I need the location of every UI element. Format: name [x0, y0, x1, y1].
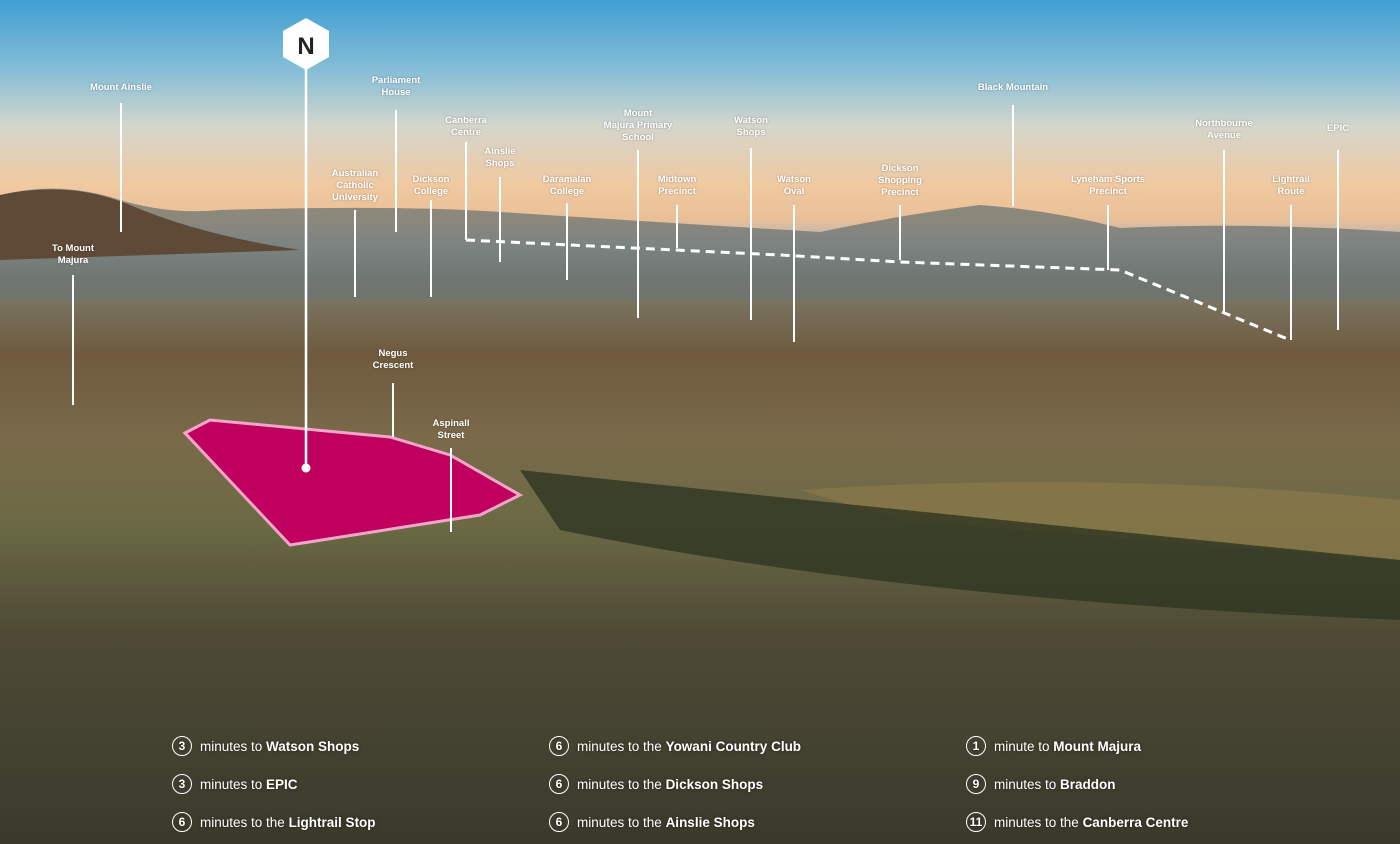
landmark-label: Black Mountain — [977, 82, 1049, 93]
landmark-label: Watson Oval — [777, 174, 811, 197]
landmark-leader-line — [395, 110, 397, 232]
landmark-leader-line — [566, 203, 568, 280]
landmark-label: Australian Catholic University — [331, 168, 379, 203]
travel-time-text: minutes to EPIC — [200, 776, 298, 792]
landmark-label: EPIC — [1326, 123, 1350, 134]
grass-field — [800, 482, 1400, 560]
tree-line — [520, 470, 1400, 620]
travel-time-item: 3 minutes to Watson Shops — [172, 736, 359, 756]
landmark-leader-line — [676, 205, 678, 248]
landmark-leader-line — [899, 205, 901, 260]
landmark-leader-line — [1223, 150, 1225, 312]
landmark-leader-line — [637, 150, 639, 318]
development-site — [182, 418, 524, 547]
landmark-label: Northbourne Avenue — [1195, 118, 1253, 141]
landmark-leader-line — [392, 383, 394, 437]
travel-time-text: minutes to Watson Shops — [200, 738, 360, 754]
landmark-leader-line — [1290, 205, 1292, 340]
landmark-leader-line — [1337, 150, 1339, 330]
landmark-leader-line — [750, 148, 752, 320]
minutes-badge: 3 — [172, 736, 192, 756]
travel-time-item: 11 minutes to the Canberra Centre — [966, 812, 1188, 832]
travel-time-text: minutes to the Canberra Centre — [994, 814, 1189, 830]
landmark-leader-line — [120, 103, 122, 232]
travel-time-text: minutes to the Ainslie Shops — [577, 814, 755, 830]
minutes-badge: 1 — [966, 736, 986, 756]
distant-hills — [0, 188, 1400, 300]
landmark-leader-line — [465, 142, 467, 240]
landmark-label: Aspinall Street — [432, 418, 470, 441]
north-pointer-dot — [301, 463, 311, 473]
landmark-label: Parliament House — [371, 75, 421, 98]
travel-time-item: 9 minutes to Braddon — [966, 774, 1116, 794]
north-marker-icon — [283, 18, 329, 70]
travel-time-item: 6 minutes to the Ainslie Shops — [549, 812, 755, 832]
landmark-label: Ainslie Shops — [484, 146, 516, 169]
landmark-label: Daramalan College — [542, 174, 592, 197]
landmark-label: Lightrail Route — [1272, 174, 1310, 197]
minutes-badge: 6 — [172, 812, 192, 832]
landmark-leader-line — [1107, 205, 1109, 270]
travel-time-item: 6 minutes to the Lightrail Stop — [172, 812, 376, 832]
landmark-leader-line — [354, 210, 356, 297]
landmark-label: Dickson College — [412, 174, 450, 197]
landmark-label: Negus Crescent — [372, 348, 414, 371]
travel-time-item: 3 minutes to EPIC — [172, 774, 298, 794]
landmark-leader-line — [430, 200, 432, 297]
travel-time-item: 6 minutes to the Dickson Shops — [549, 774, 763, 794]
landmark-label: Watson Shops — [734, 115, 768, 138]
travel-time-text: minutes to the Dickson Shops — [577, 776, 764, 792]
landmark-leader-line — [499, 177, 501, 262]
travel-time-text: minute to Mount Majura — [994, 738, 1142, 754]
landmark-label: Dickson Shopping Precinct — [878, 163, 922, 198]
mount-ainslie-hill — [0, 189, 300, 260]
landmark-leader-line — [1012, 105, 1014, 206]
travel-time-text: minutes to the Lightrail Stop — [200, 814, 376, 830]
travel-time-item: 6 minutes to the Yowani Country Club — [549, 736, 801, 756]
travel-time-text: minutes to the Yowani Country Club — [577, 738, 802, 754]
landmark-label: Lyneham Sports Precinct — [1070, 174, 1146, 197]
travel-time-item: 1 minute to Mount Majura — [966, 736, 1141, 756]
north-label: N — [297, 33, 314, 60]
minutes-badge: 6 — [549, 774, 569, 794]
minutes-badge: 6 — [549, 812, 569, 832]
landmark-leader-line — [72, 275, 74, 405]
landmark-leader-line — [450, 448, 452, 532]
landmark-label: Canberra Centre — [445, 115, 487, 138]
minutes-badge: 11 — [966, 812, 986, 832]
minutes-badge: 6 — [549, 736, 569, 756]
minutes-badge: 3 — [172, 774, 192, 794]
travel-time-text: minutes to Braddon — [994, 776, 1116, 792]
landmark-label: Mount Ainslie — [90, 82, 152, 93]
landmark-leader-line — [793, 205, 795, 342]
landmark-label: To Mount Majura — [51, 243, 95, 266]
landmark-label: Midtown Precinct — [657, 174, 697, 197]
landmark-label: Mount Majura Primary School — [603, 108, 673, 143]
minutes-badge: 9 — [966, 774, 986, 794]
